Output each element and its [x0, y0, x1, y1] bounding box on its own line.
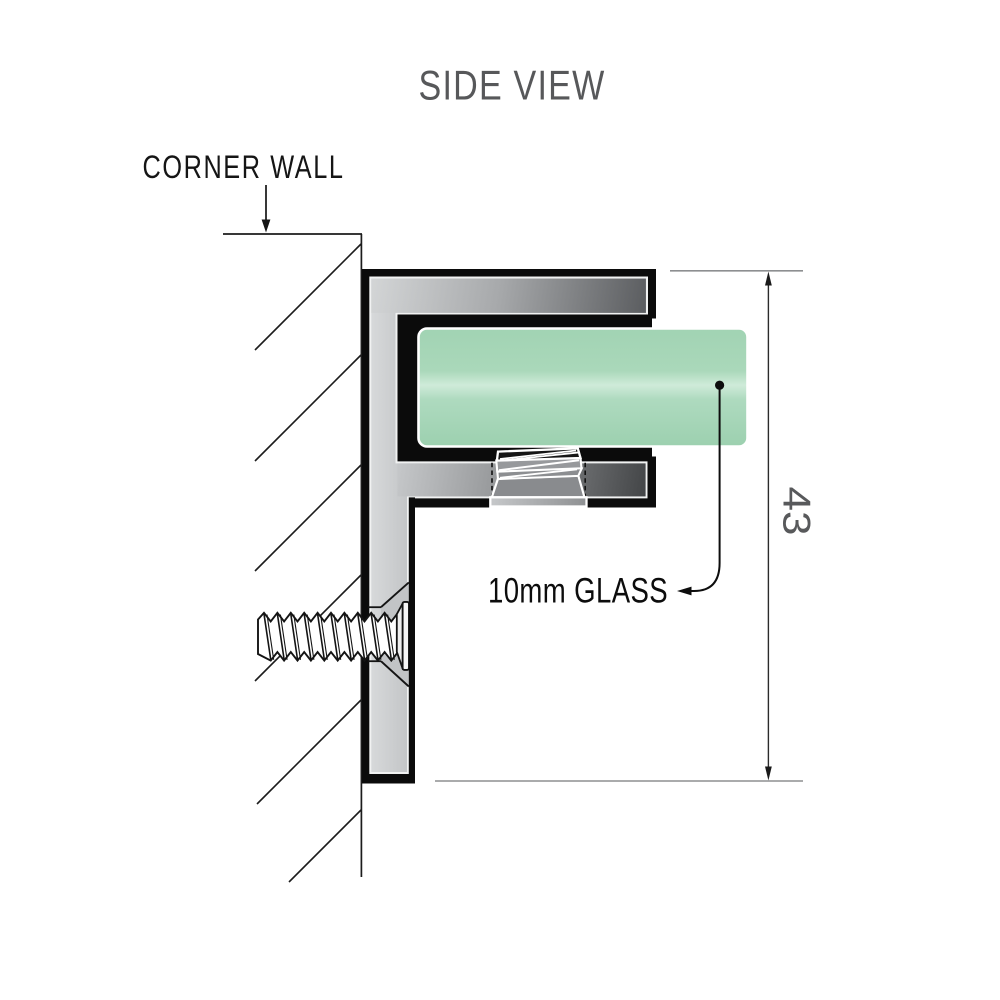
leader-dot-icon: [715, 380, 725, 390]
screw-thread: [257, 611, 401, 663]
screw-thread-crests: [263, 613, 393, 660]
bracket-leg-right-edge: [408, 497, 415, 784]
glass-panel: [417, 327, 749, 448]
corner-wall-arrow: [261, 185, 271, 233]
dimension-43: 43: [435, 269, 818, 782]
grub-screw-thread-line: [499, 449, 577, 460]
bracket-body-fill: [369, 276, 648, 774]
grub-screw-flange: [489, 496, 588, 508]
screw-thread-crests-2: [266, 614, 395, 660]
corner-wall-lines: [223, 233, 363, 877]
leader-arrowhead-icon: [677, 586, 692, 596]
grub-screw-thread-line: [504, 451, 581, 462]
screw-countersink-edges: [380, 581, 410, 688]
corner-wall-arrowhead-icon: [261, 219, 271, 233]
glass-callout: [677, 380, 725, 596]
corner-wall-label: CORNER WALL: [143, 149, 345, 185]
grub-screw-thread-line: [499, 468, 578, 479]
glass-thickness-label: 10mm GLASS: [488, 572, 668, 611]
page-title: SIDE VIEW: [419, 62, 606, 109]
bracket-top-arm-fill: [371, 278, 646, 313]
wall-screw: [257, 581, 410, 688]
hatch-line: [254, 243, 362, 351]
grub-screw-thread-line: [498, 459, 580, 472]
grub-screw-hidden-hole: [491, 462, 587, 498]
dimension-arrowhead-top-icon: [765, 271, 772, 286]
dimension-arrowhead-bottom-icon: [765, 766, 772, 781]
leader-line: [691, 388, 721, 592]
hatch-line: [254, 464, 362, 572]
dimension-value: 43: [775, 487, 818, 536]
screw-head: [401, 600, 410, 671]
hatch-line: [254, 354, 362, 462]
hatch-line: [288, 809, 362, 883]
hatch-line: [256, 699, 362, 805]
grub-screw: [489, 447, 588, 508]
